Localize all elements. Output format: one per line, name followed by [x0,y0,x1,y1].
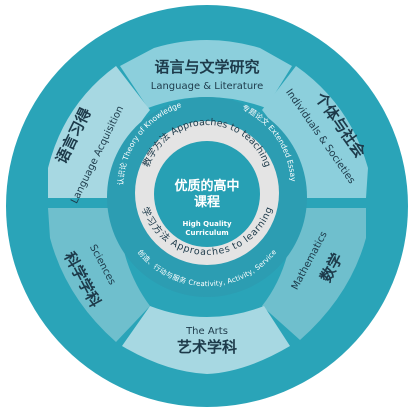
wedge-sciences [48,208,150,342]
subject-language-literature-en: Language & Literature [151,81,263,92]
center-subtitle-line2: Curriculum [185,229,228,237]
wedge-language-literature [120,40,292,108]
center-title-line2: 课程 [194,195,220,210]
wedge-mathematics [262,208,366,340]
center-subtitle-line1: High Quality [182,220,231,228]
subject-the-arts-cn: 艺术学科 [177,338,237,356]
wedge-the-arts [122,306,290,374]
center-circle [154,141,260,247]
subject-the-arts-en: The Arts [185,326,228,337]
wedge-individuals-societies [262,66,368,198]
subject-language-literature-cn: 语言与文学研究 [154,58,259,76]
center-title-line1: 优质的高中 [174,178,239,194]
subject-wedges [48,40,368,374]
wedge-language-acquisition [48,66,150,198]
